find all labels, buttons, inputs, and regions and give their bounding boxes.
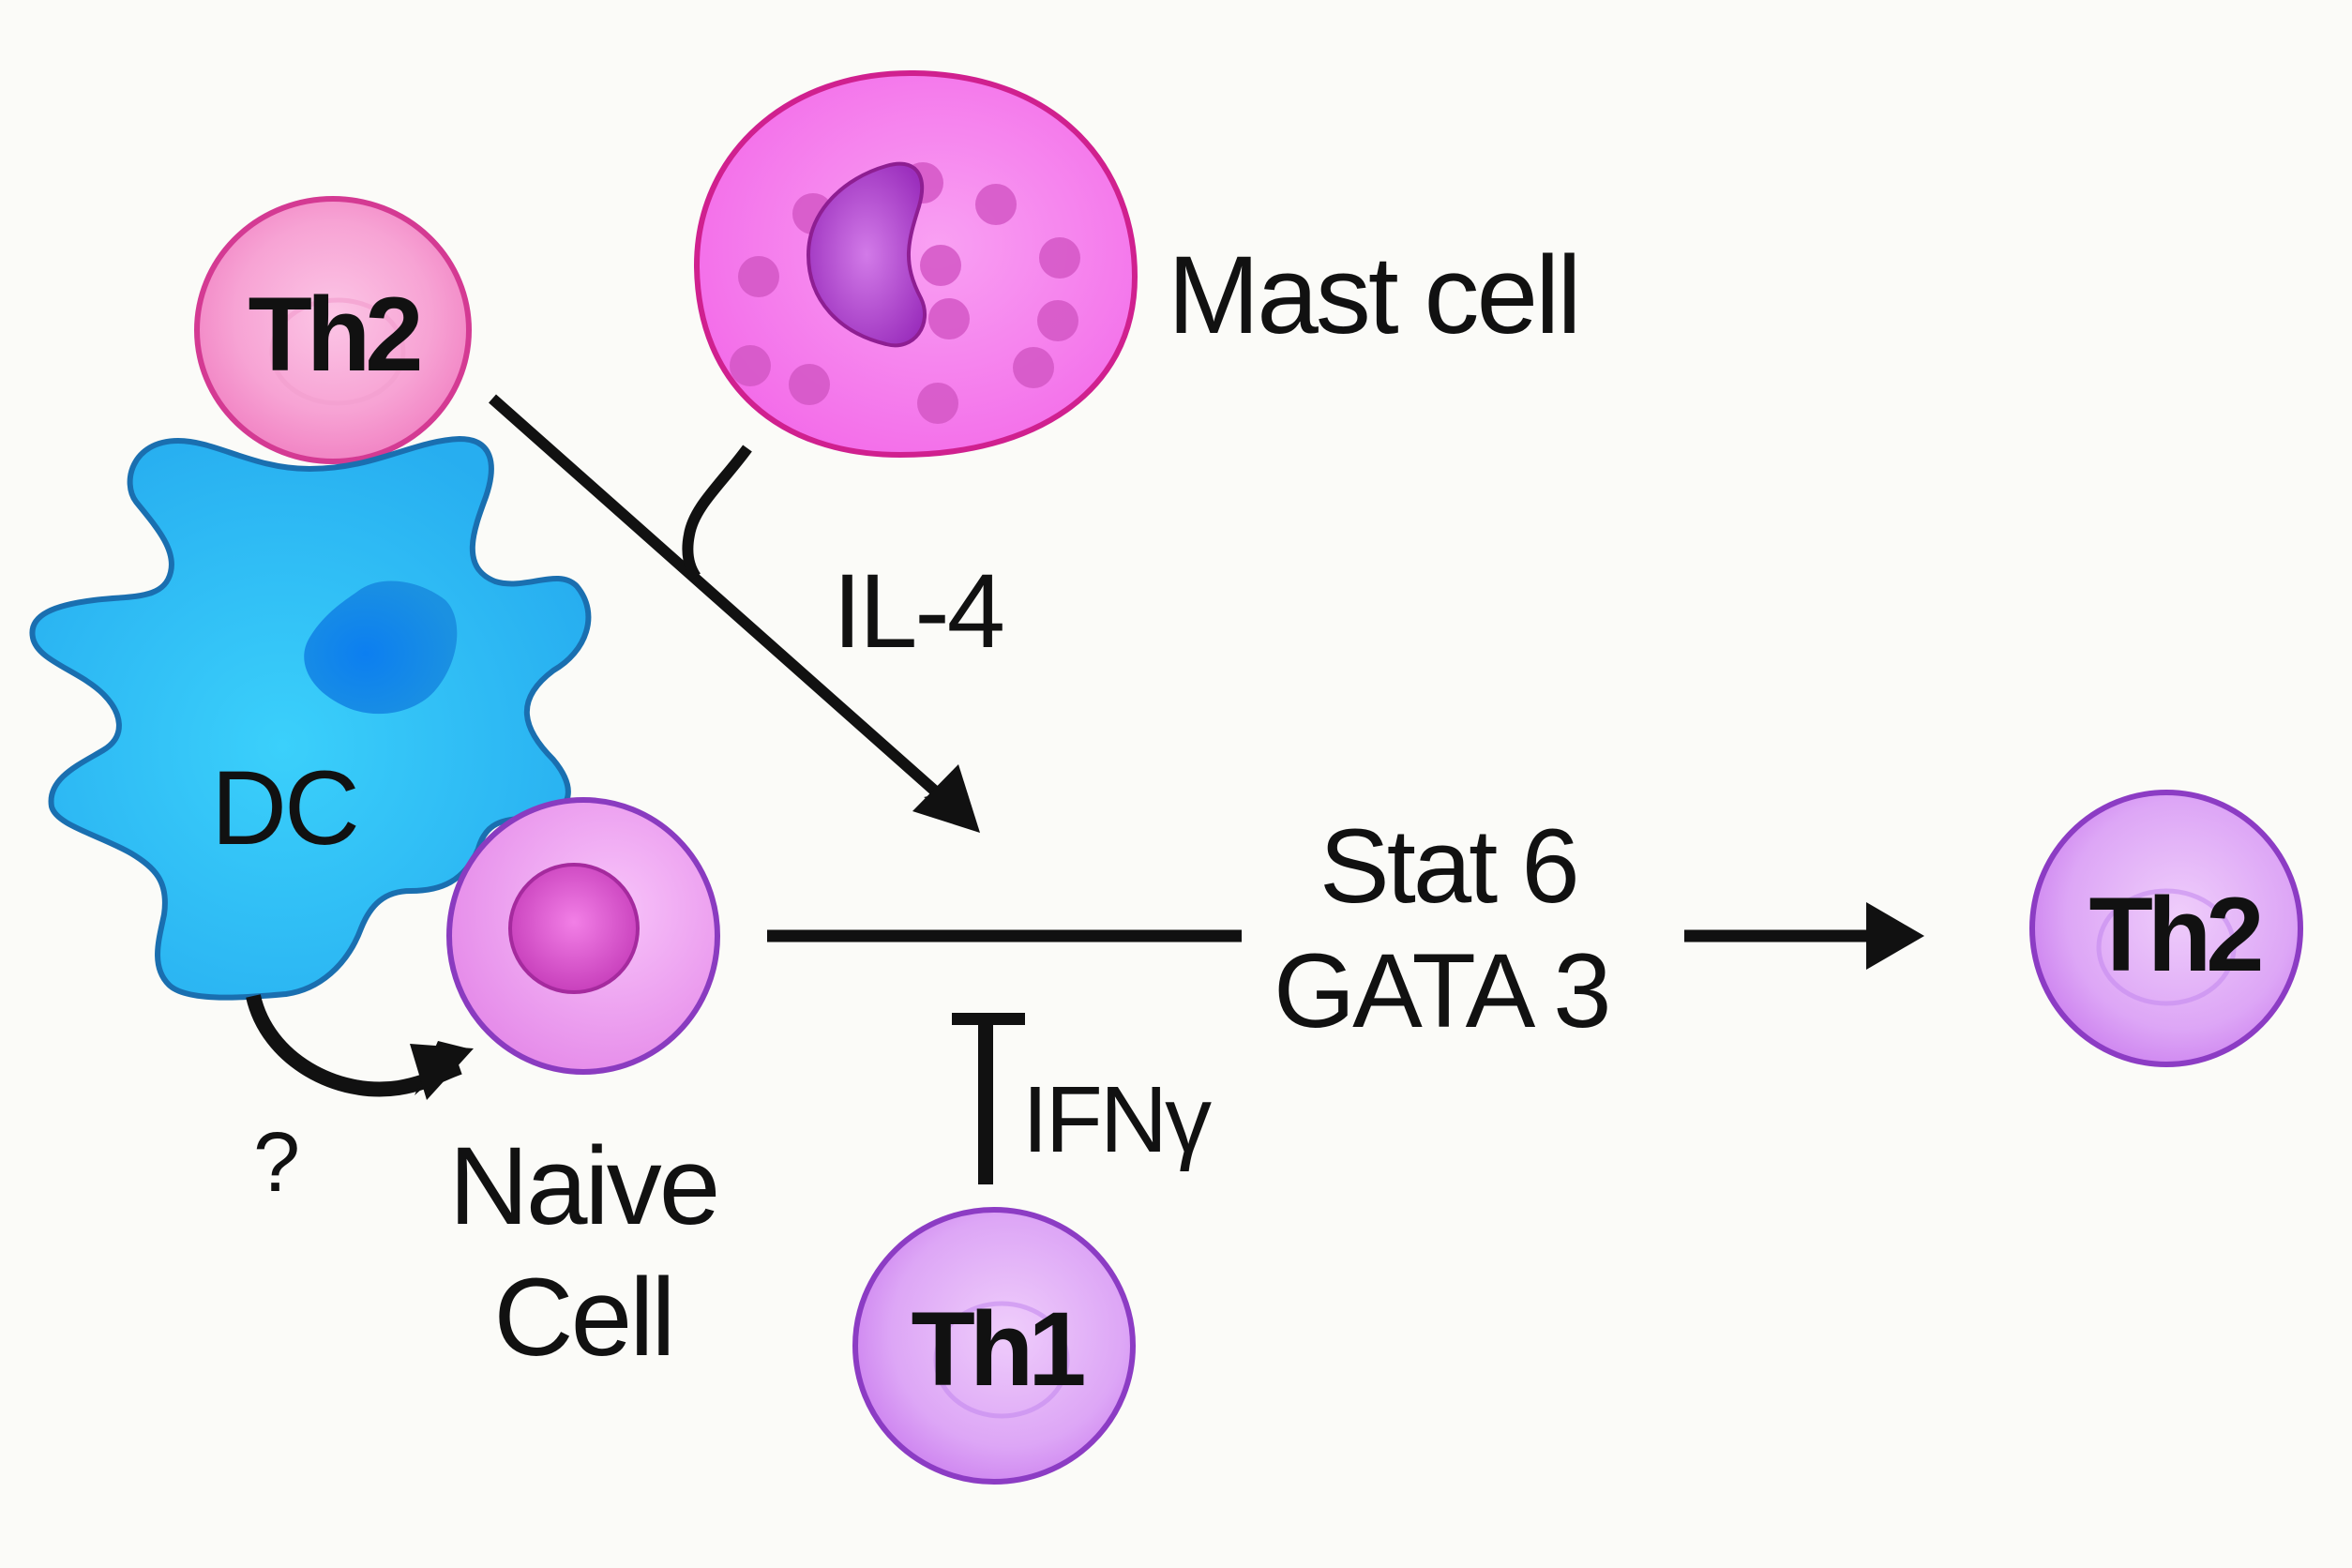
unknown-signal-label: ? xyxy=(253,1116,300,1210)
th1-body xyxy=(852,1207,1136,1485)
stat6-label: Stat 6 xyxy=(1319,807,1577,925)
naive-cell-label-line1: Naive xyxy=(449,1124,718,1248)
il4-label: IL-4 xyxy=(833,552,1003,670)
dendritic-cell[interactable]: DC xyxy=(29,435,592,1001)
th2-result-body xyxy=(2029,790,2303,1067)
th2-source-body xyxy=(194,196,472,464)
ifng-inhibition xyxy=(952,1013,1025,1184)
mast-cell[interactable] xyxy=(693,69,1138,459)
il4-arrow xyxy=(489,394,980,833)
ifng-inhibition-stem xyxy=(978,1018,993,1184)
th1-nucleus-shadow xyxy=(933,1301,1070,1419)
th2-result-nucleus-shadow xyxy=(2096,888,2237,1006)
th2-result-cell[interactable]: Th2 xyxy=(2029,790,2303,1067)
ifng-label: IFNγ xyxy=(1022,1067,1212,1172)
th2-source-nucleus-shadow xyxy=(269,297,406,406)
th2-source-label: Th2 xyxy=(248,276,419,393)
th1-label: Th1 xyxy=(911,1290,1084,1408)
naive-cell-label-line2: Cell xyxy=(493,1256,672,1380)
to-th2-arrow xyxy=(1684,902,1924,970)
naive-cell[interactable] xyxy=(446,797,720,1075)
mast-cell-nucleus xyxy=(806,161,927,348)
dendritic-cell-body xyxy=(29,435,592,1001)
il4-arrow-shaft xyxy=(489,394,951,807)
th2-result-label: Th2 xyxy=(2088,876,2260,993)
dendritic-cell-nucleus xyxy=(304,580,458,715)
mast-cell-label: Mast cell xyxy=(1168,234,1579,357)
to-th2-arrowhead-icon xyxy=(1866,902,1924,970)
mast-cell-granules xyxy=(730,162,1080,424)
th1-cell[interactable]: Th1 xyxy=(852,1207,1136,1485)
dc-to-naive-arrow xyxy=(246,993,474,1100)
naive-cell-nucleus xyxy=(508,863,640,994)
gata3-label: GATA 3 xyxy=(1274,932,1609,1049)
dendritic-cell-label: DC xyxy=(211,749,357,867)
th2-source-cell[interactable]: Th2 xyxy=(194,196,472,464)
mast-cell-branch-line xyxy=(682,445,752,580)
